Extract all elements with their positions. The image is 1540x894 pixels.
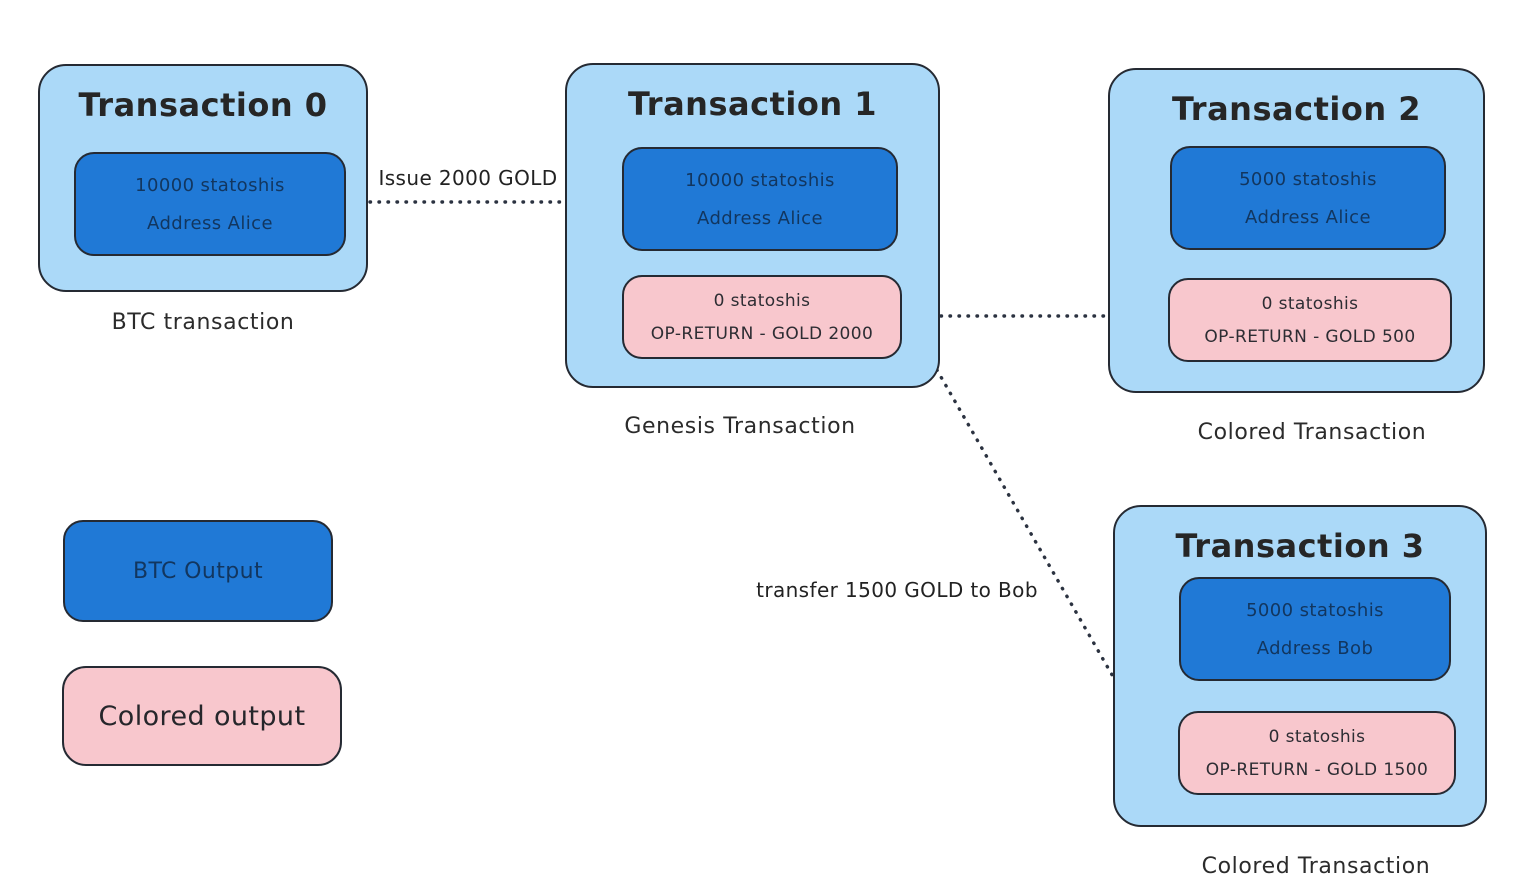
transaction-3-caption: Colored Transaction <box>1201 854 1431 879</box>
transaction-0-caption: BTC transaction <box>111 310 295 335</box>
transfer-arrow-label: transfer 1500 GOLD to Bob <box>756 578 1038 602</box>
transaction-0-btc-output: 10000 statoshis Address Alice <box>74 152 346 256</box>
transaction-2-card: Transaction 2 5000 statoshis Address Ali… <box>1108 68 1485 393</box>
output-address: Address Bob <box>1256 637 1374 659</box>
output-op-return: OP-RETURN - GOLD 1500 <box>1205 759 1429 780</box>
output-address: Address Alice <box>1245 206 1371 228</box>
output-amount: 5000 statoshis <box>1246 599 1384 621</box>
transaction-2-btc-output: 5000 statoshis Address Alice <box>1170 146 1446 250</box>
output-amount: 0 statoshis <box>713 290 811 311</box>
transaction-1-caption: Genesis Transaction <box>624 414 856 439</box>
output-amount: 10000 statoshis <box>685 169 835 191</box>
output-amount: 10000 statoshis <box>135 174 285 196</box>
transaction-1-card: Transaction 1 10000 statoshis Address Al… <box>565 63 940 388</box>
transaction-2-title: Transaction 2 <box>1171 90 1421 128</box>
transaction-1-colored-output: 0 statoshis OP-RETURN - GOLD 2000 <box>622 275 902 359</box>
transaction-1-title: Transaction 1 <box>627 85 877 123</box>
transaction-3-btc-output: 5000 statoshis Address Bob <box>1179 577 1451 681</box>
transaction-3-card: Transaction 3 5000 statoshis Address Bob… <box>1113 505 1487 827</box>
transaction-2-colored-output: 0 statoshis OP-RETURN - GOLD 500 <box>1168 278 1452 362</box>
output-amount: 0 statoshis <box>1268 726 1366 747</box>
output-amount: 0 statoshis <box>1261 293 1359 314</box>
transaction-3-colored-output: 0 statoshis OP-RETURN - GOLD 1500 <box>1178 711 1456 795</box>
legend-colored-output: Colored output <box>62 666 342 766</box>
legend-colored-label: Colored output <box>98 700 306 732</box>
output-amount: 5000 statoshis <box>1239 168 1377 190</box>
transaction-2-caption: Colored Transaction <box>1197 420 1427 445</box>
output-address: Address Alice <box>147 212 273 234</box>
output-address: Address Alice <box>697 207 823 229</box>
transaction-0-title: Transaction 0 <box>78 86 328 124</box>
output-op-return: OP-RETURN - GOLD 2000 <box>650 323 874 344</box>
issue-arrow-label: Issue 2000 GOLD <box>378 166 558 190</box>
legend-btc-label: BTC Output <box>132 558 264 584</box>
legend-btc-output: BTC Output <box>63 520 333 622</box>
output-op-return: OP-RETURN - GOLD 500 <box>1204 326 1416 347</box>
transaction-1-btc-output: 10000 statoshis Address Alice <box>622 147 898 251</box>
transaction-3-title: Transaction 3 <box>1175 527 1425 565</box>
transaction-0-card: Transaction 0 10000 statoshis Address Al… <box>38 64 368 292</box>
issue-arrow <box>350 191 601 213</box>
